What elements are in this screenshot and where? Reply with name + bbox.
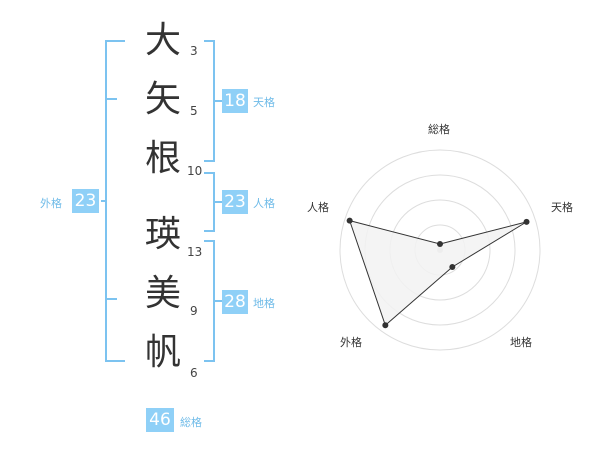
stroke-count-4: 13 xyxy=(187,245,203,259)
soukaku-value-badge: 46 xyxy=(146,408,174,432)
radar-grid-ring xyxy=(339,149,541,351)
radar-score-polygon xyxy=(348,219,527,327)
soukaku-label: 総格 xyxy=(180,416,202,429)
gaikaku-bracket-tick xyxy=(105,298,117,300)
tenkaku-value-badge: 18 xyxy=(222,89,248,113)
radar-point-gaikaku xyxy=(382,322,389,329)
gaikaku-bracket xyxy=(105,40,125,362)
gaikaku-bracket-tick xyxy=(101,200,106,202)
stroke-count-6: 6 xyxy=(190,366,198,380)
gaikaku-label: 外格 xyxy=(40,197,62,210)
name-char-5: 美 xyxy=(144,273,181,314)
name-char-1: 大 xyxy=(144,20,181,61)
stroke-count-1: 3 xyxy=(190,44,198,58)
radar-label-chikaku: 地格 xyxy=(510,336,532,349)
jinkaku-bracket-tick xyxy=(214,201,222,203)
stroke-count-5: 9 xyxy=(190,304,198,318)
tenkaku-bracket-tick xyxy=(214,100,222,102)
radar-point-tenkaku xyxy=(523,218,530,225)
radar-point-chikaku xyxy=(449,263,456,270)
gaikaku-value-badge: 23 xyxy=(72,189,99,213)
jinkaku-label: 人格 xyxy=(253,197,275,210)
radar-point-jinkaku xyxy=(346,217,353,224)
stroke-count-2: 5 xyxy=(190,104,198,118)
chikaku-bracket-tick xyxy=(214,300,222,302)
chikaku-value-badge: 28 xyxy=(222,290,248,314)
jinkaku-value-badge: 23 xyxy=(222,190,248,214)
radar-point-soukaku xyxy=(437,241,443,247)
radar-label-gaikaku: 外格 xyxy=(340,336,362,349)
radar-label-jinkaku: 人格 xyxy=(307,201,329,214)
radar-label-tenkaku: 天格 xyxy=(551,201,573,214)
gaikaku-bracket-tick xyxy=(105,98,117,100)
radar-label-soukaku: 総格 xyxy=(428,123,450,136)
name-char-3: 根 xyxy=(144,138,181,179)
name-char-2: 矢 xyxy=(144,79,181,120)
chikaku-label: 地格 xyxy=(253,297,275,310)
stroke-count-3: 10 xyxy=(187,164,203,178)
name-char-6: 帆 xyxy=(144,332,181,373)
tenkaku-label: 天格 xyxy=(253,96,275,109)
name-char-4: 瑛 xyxy=(144,214,181,255)
